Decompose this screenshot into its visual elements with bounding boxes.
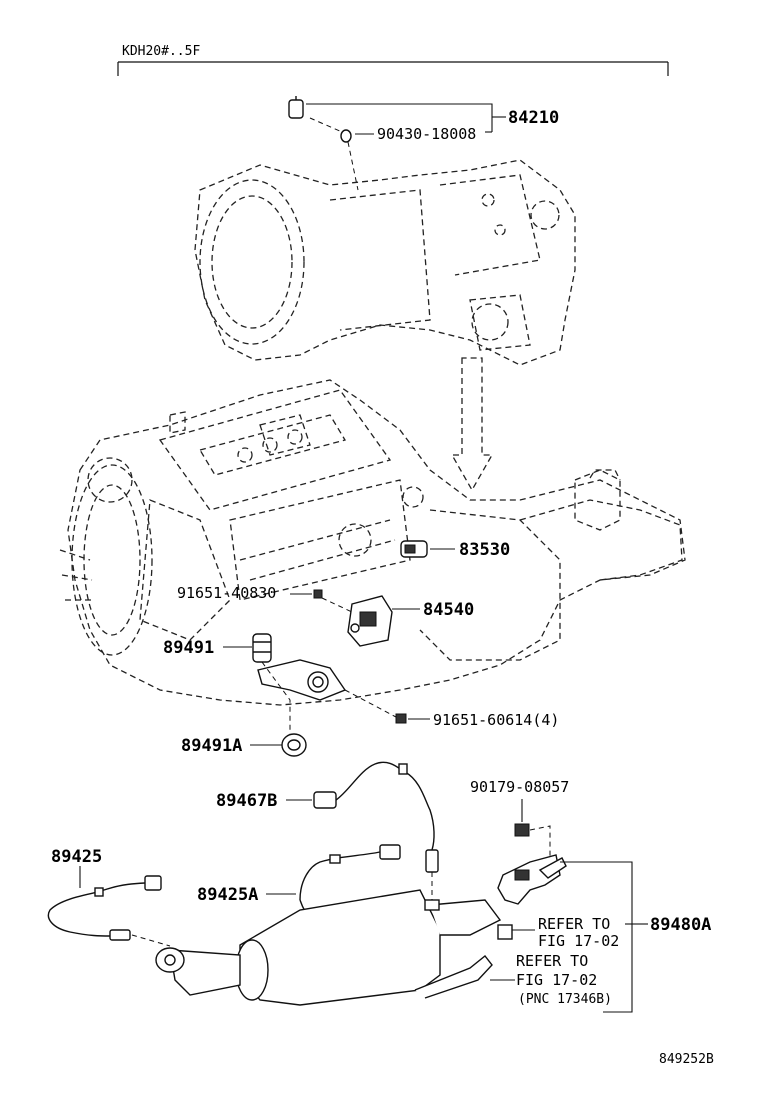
switch-84540-part (347, 595, 393, 647)
bracket-89480A-part (497, 854, 567, 905)
refer-to-1-line1: REFER TO (538, 915, 610, 933)
refer-to-2-line3: (PNC 17346B) (518, 992, 612, 1007)
refer-to-2-line1: REFER TO (516, 952, 588, 970)
sensor-84210-part (288, 96, 352, 143)
callout-84210: 84210 (508, 108, 559, 128)
callout-89491A: 89491A (181, 736, 242, 756)
catalytic-converter-illustration (155, 889, 502, 1006)
callout-89425: 89425 (51, 847, 102, 867)
refer-to-1-line2: FIG 17-02 (538, 932, 619, 950)
sensor-89467B-part (313, 761, 439, 873)
model-bracket (117, 61, 669, 76)
bolt-91651-60614-part (395, 713, 407, 724)
callout-90179-08057: 90179-08057 (470, 778, 569, 796)
callout-89480A: 89480A (650, 915, 711, 935)
sensor-89491-part (252, 633, 272, 663)
engine-assembly-illustration (59, 379, 686, 706)
nut-90179-part (514, 823, 530, 837)
callout-89425A: 89425A (197, 885, 258, 905)
sensor-89425-part (47, 875, 162, 941)
figure-code: 849252B (659, 1052, 714, 1067)
callout-91651-60614: 91651-60614(4) (433, 711, 559, 729)
switch-83530-part (400, 540, 428, 558)
clip-part (497, 924, 513, 940)
down-arrow-icon (450, 357, 494, 492)
bolt-91651-40830-part (313, 589, 323, 599)
callout-89491: 89491 (163, 638, 214, 658)
transmission-illustration (194, 159, 576, 366)
callout-91651-40830: 91651-40830 (177, 584, 276, 602)
callout-83530: 83530 (459, 540, 510, 560)
callout-90430-18008: 90430-18008 (377, 125, 476, 143)
ring-89491A-part (281, 733, 307, 757)
bracket-part (257, 659, 347, 701)
callout-84540: 84540 (423, 600, 474, 620)
model-code: KDH20#..5F (122, 44, 200, 59)
refer-to-2-line2: FIG 17-02 (516, 971, 597, 989)
callout-89467B: 89467B (216, 791, 277, 811)
